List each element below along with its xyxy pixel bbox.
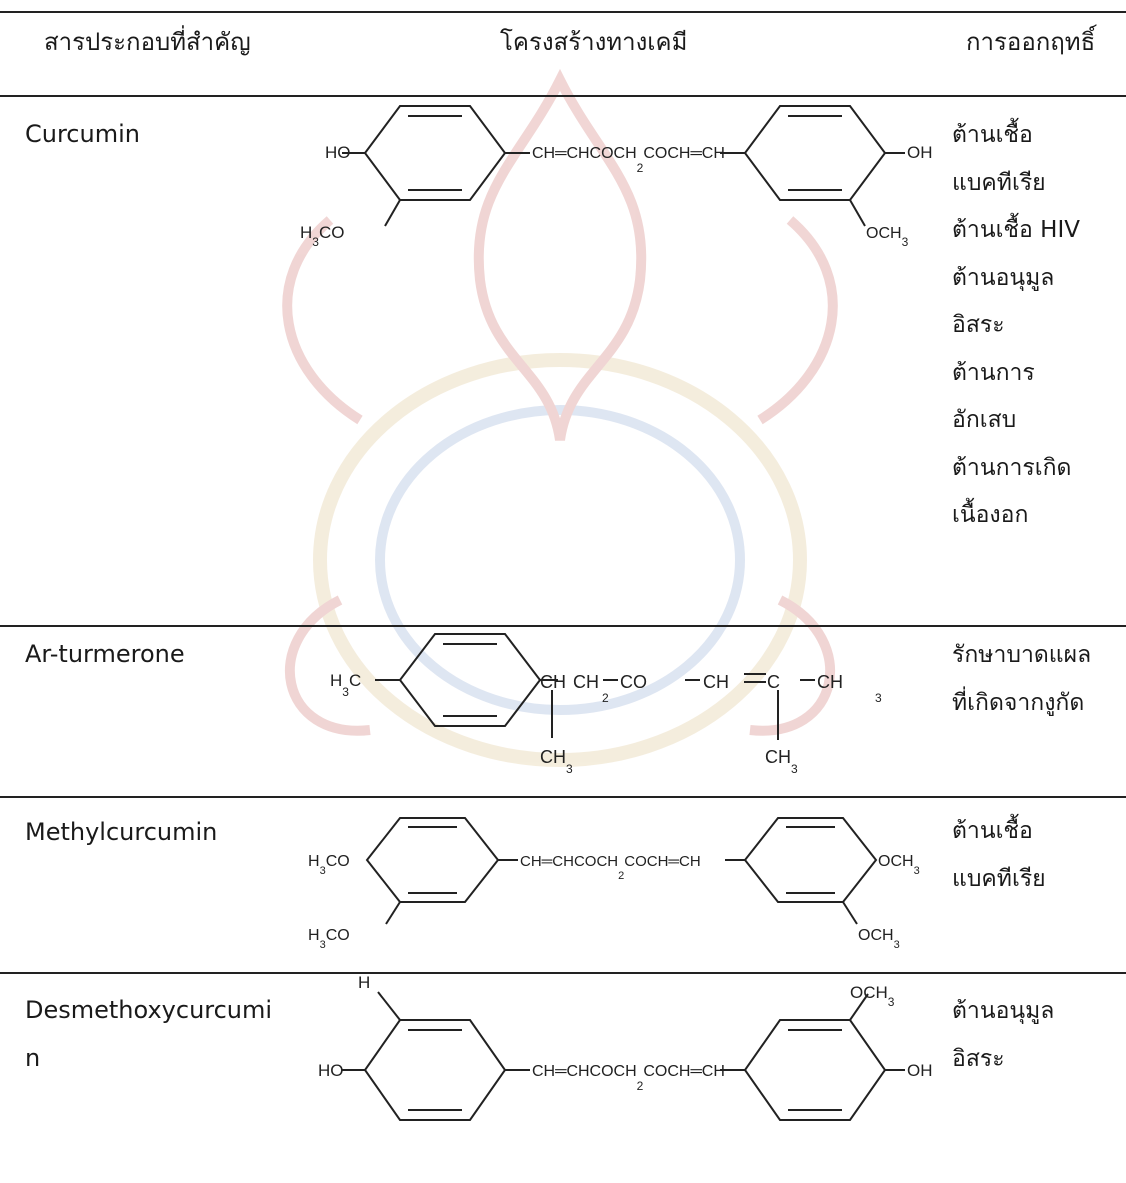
activities-methylcurcumin: ต้านเชื้อ แบคทีเรีย bbox=[952, 818, 1046, 892]
structure-desmethoxycurcumin: H HO CH═CHCOCH2COCH═CH OCH3 OH bbox=[318, 973, 933, 1121]
svg-text:OH: OH bbox=[907, 1061, 933, 1080]
header-activity: การออกฤทธิ์ bbox=[966, 28, 1096, 56]
header-bottom-rule bbox=[0, 95, 1126, 97]
svg-text:CH═CHCOCH2COCH═CH: CH═CHCOCH2COCH═CH bbox=[532, 1063, 725, 1093]
svg-text:H3CO: H3CO bbox=[308, 853, 350, 877]
svg-text:3: 3 bbox=[875, 691, 882, 705]
svg-text:CH: CH bbox=[573, 672, 599, 692]
svg-text:CH3: CH3 bbox=[540, 747, 573, 776]
svg-text:OCH3: OCH3 bbox=[850, 983, 895, 1009]
header-structure: โครงสร้างทางเคมี bbox=[500, 28, 688, 56]
structure-methylcurcumin: H3CO H3CO CH═CHCOCH2COCH═CH OCH3 OCH3 bbox=[308, 817, 920, 951]
svg-text:OCH3: OCH3 bbox=[878, 853, 920, 877]
structure-ar-turmerone: H3C CH - CH 2 CO - CH C CH 3 CH3 CH3 bbox=[330, 633, 882, 776]
row-rule-3 bbox=[0, 972, 1126, 974]
header-compound: สารประกอบที่สำคัญ bbox=[44, 28, 251, 56]
compound-name-desmethoxycurcumin-line1: Desmethoxycurcumi bbox=[25, 996, 273, 1024]
svg-text:H3C: H3C bbox=[330, 671, 361, 699]
svg-text:H: H bbox=[358, 973, 370, 992]
svg-text:2: 2 bbox=[602, 691, 609, 705]
activities-curcumin: ต้านเชื้อ แบคทีเรีย ต้านเชื้อ HIV ต้านอน… bbox=[952, 122, 1080, 528]
svg-text:CH═CHCOCH2COCH═CH: CH═CHCOCH2COCH═CH bbox=[520, 853, 701, 882]
svg-text:CH: CH bbox=[540, 672, 566, 692]
svg-text:OH: OH bbox=[907, 143, 933, 162]
svg-text:H3CO: H3CO bbox=[308, 927, 350, 951]
svg-text:CH: CH bbox=[703, 672, 729, 692]
row-rule-2 bbox=[0, 796, 1126, 798]
svg-text:OCH3: OCH3 bbox=[866, 225, 909, 249]
svg-text:CH═CHCOCH2COCH═CH: CH═CHCOCH2COCH═CH bbox=[532, 145, 725, 175]
compound-name-desmethoxycurcumin-line2: n bbox=[25, 1044, 41, 1072]
svg-text:H3CO: H3CO bbox=[300, 223, 344, 249]
activities-ar-turmerone: รักษาบาดแผล ที่เกิดจากงูกัด bbox=[952, 642, 1092, 716]
svg-text:CH3: CH3 bbox=[765, 747, 798, 776]
svg-text:HO: HO bbox=[318, 1061, 344, 1080]
compound-name-ar-turmerone: Ar-turmerone bbox=[25, 640, 185, 668]
svg-text:CH: CH bbox=[817, 672, 843, 692]
structure-curcumin: HO H3CO CH═CHCOCH2COCH═CH OH OCH3 bbox=[300, 105, 933, 249]
svg-text:C: C bbox=[767, 672, 780, 692]
svg-text:CO: CO bbox=[620, 672, 647, 692]
table-top-rule bbox=[0, 11, 1126, 13]
university-seal-watermark bbox=[282, 68, 838, 767]
compound-name-methylcurcumin: Methylcurcumin bbox=[25, 818, 218, 846]
svg-text:OCH3: OCH3 bbox=[858, 927, 900, 951]
curcumin-ho-label: HO bbox=[325, 143, 351, 162]
row-rule-1 bbox=[0, 625, 1126, 627]
compound-name-curcumin: Curcumin bbox=[25, 120, 140, 148]
activities-desmethoxycurcumin: ต้านอนุมูล อิสระ bbox=[952, 998, 1055, 1072]
